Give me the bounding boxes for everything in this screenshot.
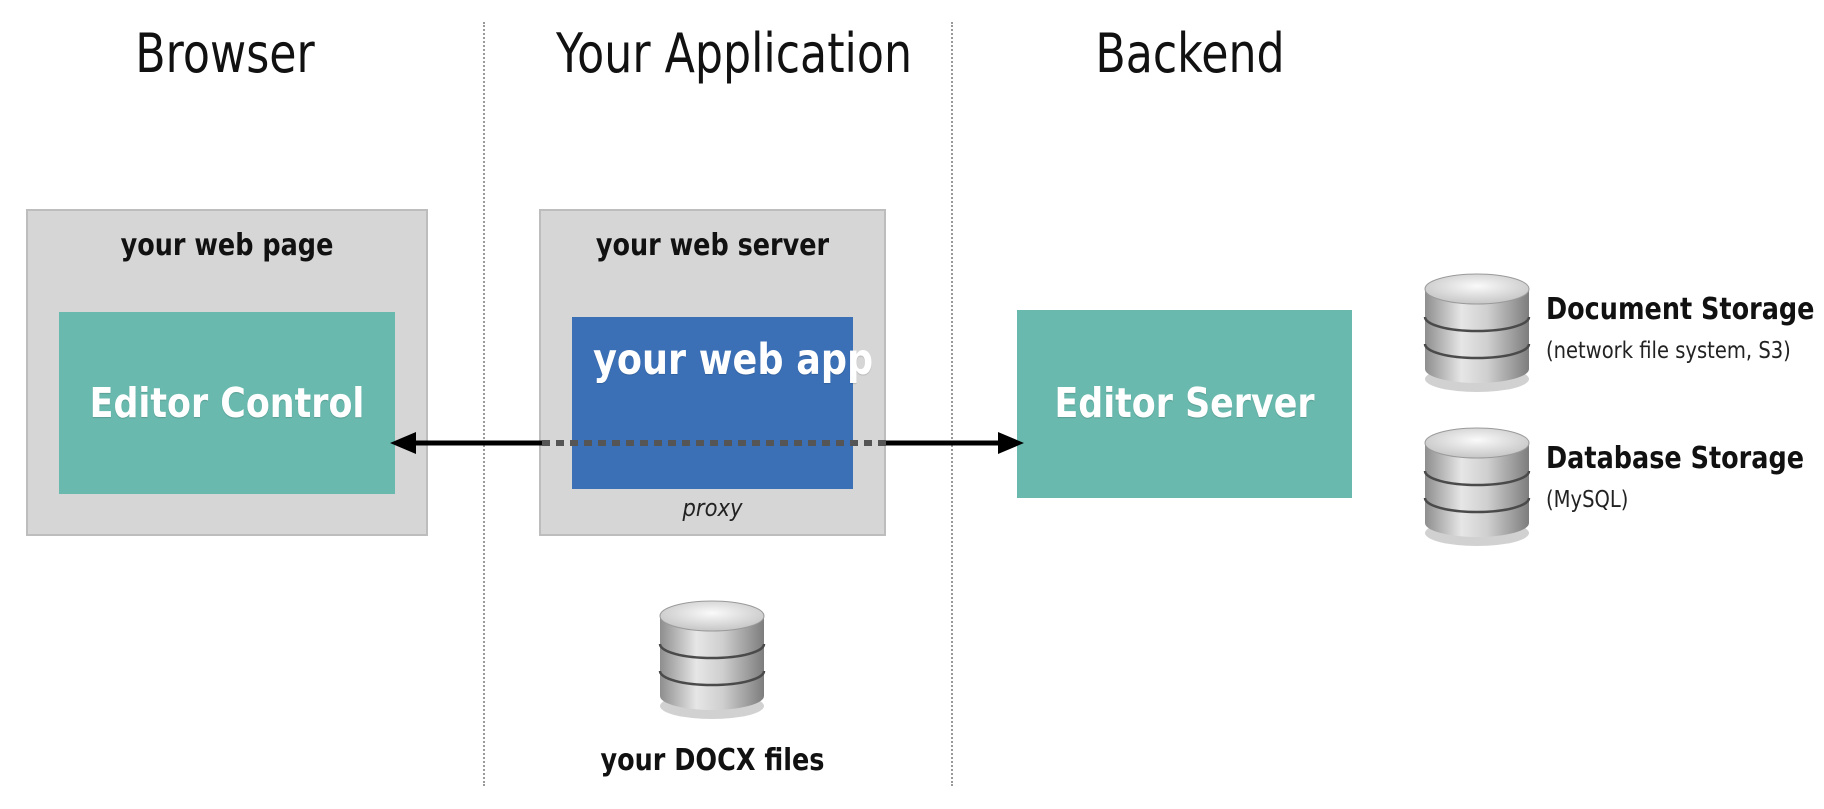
web-app-box [572, 317, 853, 489]
editor-server-label: Editor Server [1054, 379, 1315, 427]
proxy-label: proxy [682, 494, 743, 522]
arrowhead-right [998, 432, 1024, 454]
database-icon [658, 599, 766, 720]
column-title-backend: Backend [1095, 22, 1285, 85]
editor-control-label: Editor Control [89, 379, 365, 427]
database-icon [1423, 272, 1531, 393]
docx-files-label: your DOCX files [600, 743, 825, 778]
column-title-browser: Browser [135, 22, 315, 85]
editor-server-box [1017, 310, 1352, 498]
editor-control-box [59, 312, 395, 494]
web-server-label: your web server [595, 228, 830, 263]
column-title-application: Your Application [556, 22, 913, 85]
database-storage-subtitle: (MySQL) [1546, 487, 1629, 513]
document-storage-subtitle: (network file system, S3) [1546, 338, 1791, 364]
web-app-label: your web app [593, 335, 874, 385]
database-icon [1423, 426, 1531, 547]
arrowhead-left [390, 432, 416, 454]
connection-arrow [390, 432, 1024, 454]
database-storage-title: Database Storage [1546, 441, 1804, 476]
web-page-label: your web page [120, 228, 334, 263]
document-storage-title: Document Storage [1546, 292, 1815, 327]
column-divider-left [483, 22, 485, 786]
column-divider-right [951, 22, 953, 786]
